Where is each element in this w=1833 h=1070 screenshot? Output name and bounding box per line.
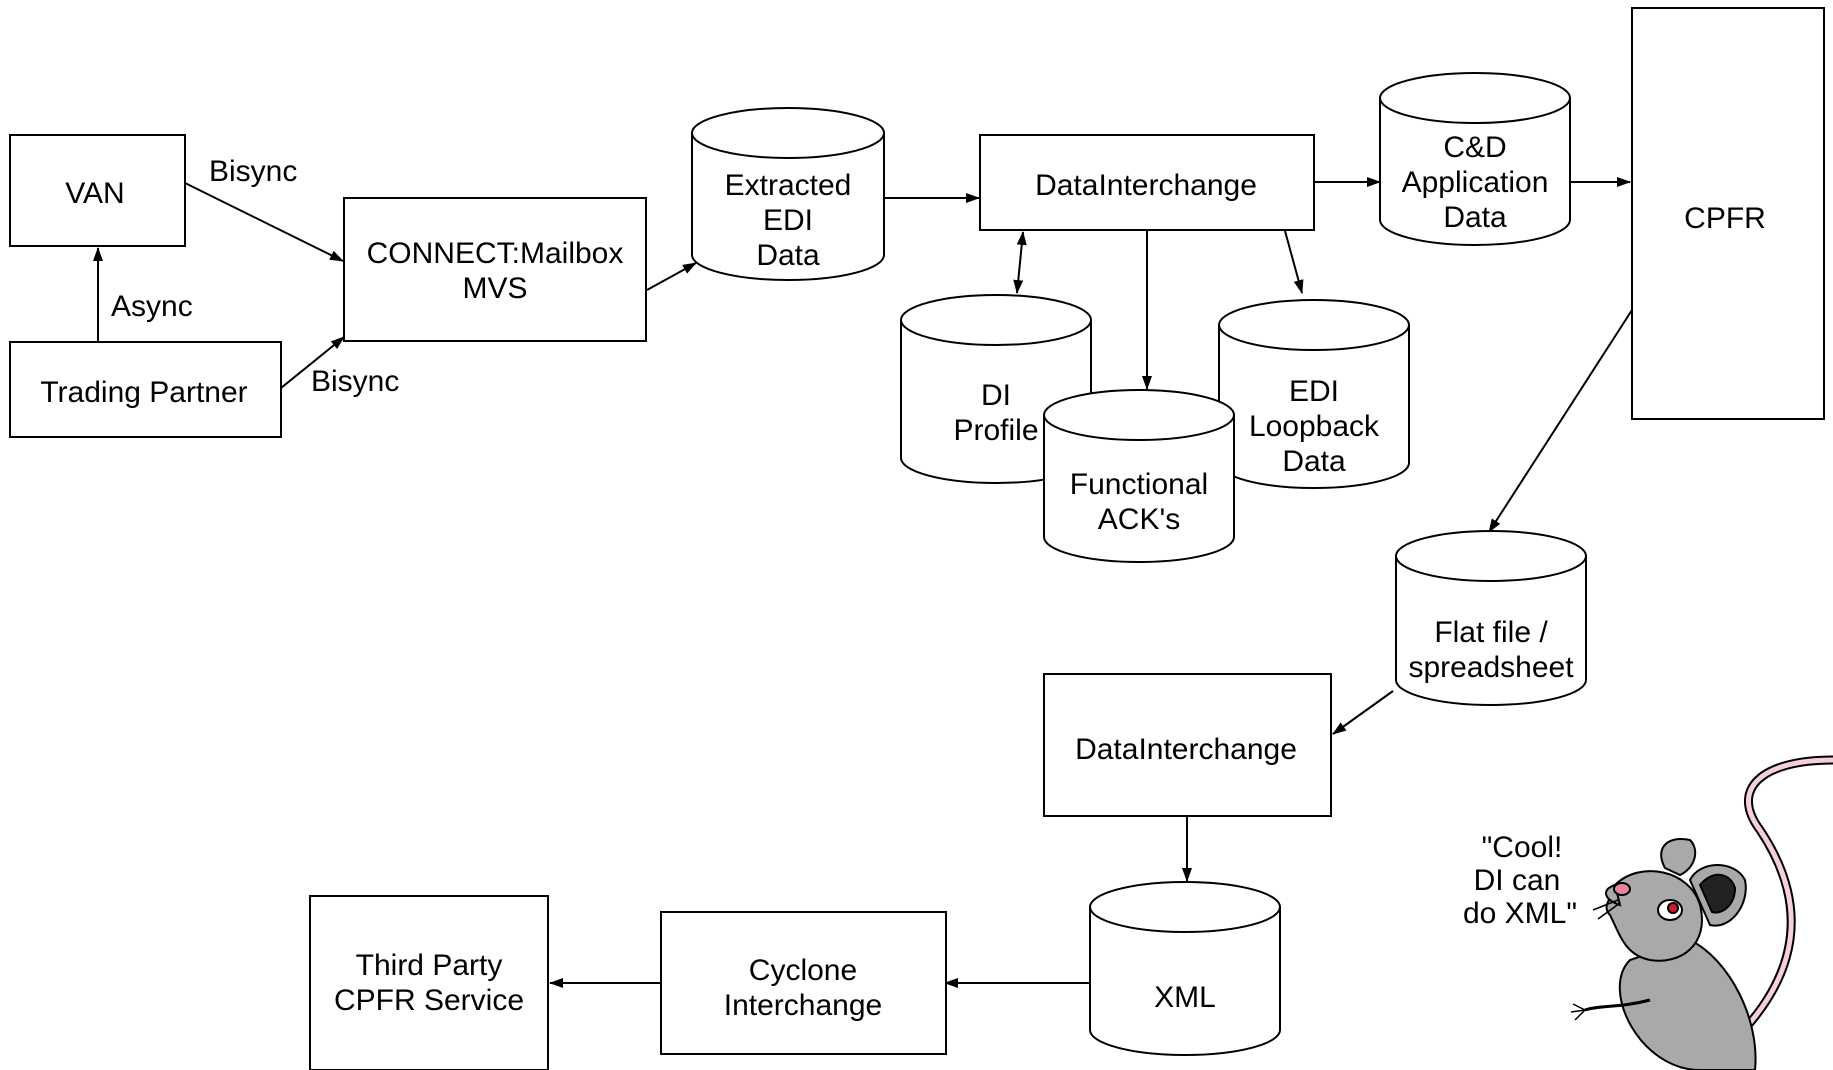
edge-flatfile-to-di [1332,690,1394,735]
edge-van-to-mailbox [184,182,344,262]
node-datainterchange-bottom: DataInterchange [1043,673,1332,817]
node-label: XML [1154,981,1216,1014]
node-flat-file-spreadsheet: Flat file / spreadsheet [1395,530,1587,706]
quote-line2: DI can [1474,864,1561,897]
edges [93,177,1633,988]
node-label-line1: C&D [1443,131,1506,164]
node-label: Trading Partner [40,376,247,409]
node-label-line2: EDI [763,204,813,237]
edge-di-profile-bidirectional [1013,231,1027,294]
node-functional-acks: Functional ACK's [1043,389,1235,563]
node-label-line1: CONNECT:Mailbox [367,237,624,270]
edge-mailbox-to-extracted [646,262,697,291]
node-label-line2: Application [1402,166,1549,199]
node-datainterchange-top: DataInterchange [979,134,1315,231]
node-connect-mailbox: CONNECT:Mailbox MVS [343,197,647,342]
edge-partner-to-mailbox [280,336,345,389]
node-label-line1: Functional [1070,468,1208,501]
edge-cpfr-to-flatfile [1488,309,1633,533]
node-label-line2: Profile [953,414,1038,447]
node-cd-application-data: C&D Application Data [1379,72,1571,246]
node-cpfr: CPFR [1631,7,1825,420]
node-label-line1: Extracted [725,169,852,202]
node-cyclone-interchange: Cyclone Interchange [660,911,947,1055]
node-label-line1: Cyclone [749,954,857,987]
edge-label-bisync-bottom: Bisync [311,365,399,398]
edge-di-to-loopback [1284,230,1304,294]
node-label: CPFR [1684,202,1766,235]
node-label-line1: Flat file / [1434,616,1548,649]
node-label-line3: Data [1443,201,1507,234]
node-label-line3: Data [756,239,820,272]
node-xml: XML [1089,881,1281,1056]
node-trading-partner: Trading Partner [9,341,282,438]
node-label-line2: Loopback [1249,410,1380,443]
node-label-line2: spreadsheet [1408,651,1574,684]
node-label-line2: Interchange [724,989,882,1022]
node-third-party-cpfr: Third Party CPFR Service [309,895,549,1070]
node-label-line1: EDI [1289,375,1339,408]
node-label-line2: MVS [462,272,527,305]
node-label: DataInterchange [1075,733,1297,766]
node-edi-loopback-data: EDI Loopback Data [1218,299,1410,489]
quote-line3: do XML" [1463,897,1577,930]
edge-label-async: Async [111,290,193,323]
node-label-line1: DI [981,379,1011,412]
quote-line1: "Cool! [1482,831,1563,864]
node-label-line2: CPFR Service [334,984,524,1017]
mouse-illustration [1570,755,1833,1070]
node-label-line2: ACK's [1098,503,1180,536]
mouse-quote: "Cool! DI can do XML" [1463,831,1577,930]
node-label-line1: Third Party [356,949,503,982]
node-label: VAN [65,177,124,210]
node-extracted-edi-data: Extracted EDI Data [691,107,885,281]
node-label-line3: Data [1282,445,1346,478]
node-label: DataInterchange [1035,169,1257,202]
node-van: VAN [9,134,186,247]
edge-label-bisync-top: Bisync [209,155,297,188]
